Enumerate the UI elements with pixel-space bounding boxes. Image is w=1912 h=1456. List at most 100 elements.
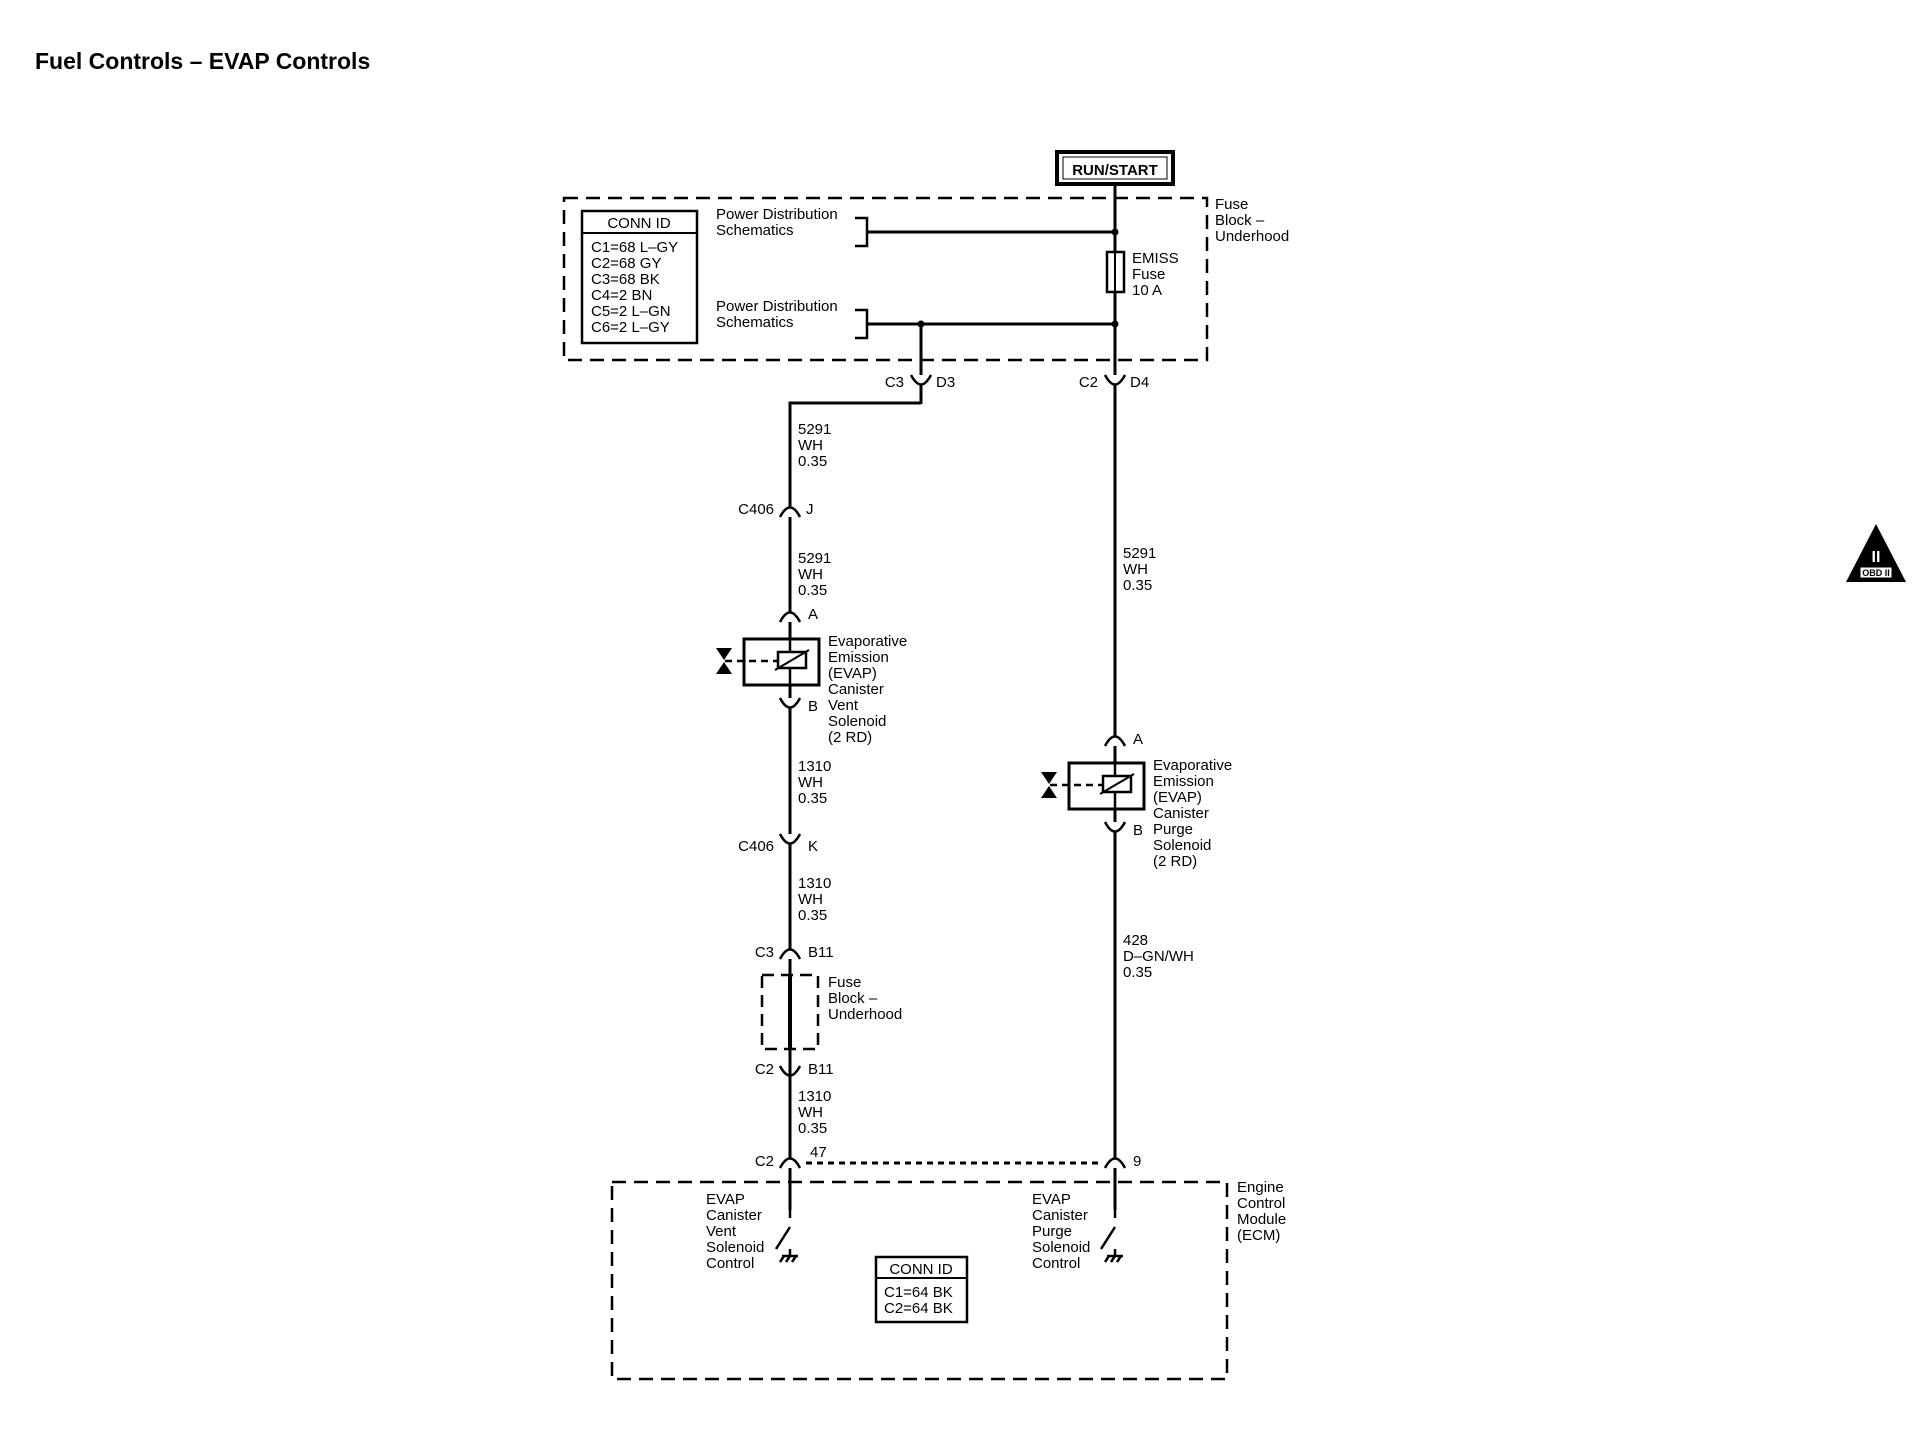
purge-control-label: EVAP Canister Purge Solenoid Control (1032, 1191, 1090, 1272)
svg-text:C1=64 BK: C1=64 BK (884, 1284, 953, 1301)
svg-text:B11: B11 (808, 944, 834, 961)
svg-text:Underhood: Underhood (1215, 228, 1289, 245)
svg-text:Underhood: Underhood (828, 1006, 902, 1023)
svg-text:C4=2 BN: C4=2 BN (591, 287, 652, 304)
svg-text:D4: D4 (1130, 374, 1149, 391)
page-title: Fuel Controls – EVAP Controls (35, 48, 371, 74)
svg-text:Solenoid: Solenoid (1153, 837, 1211, 854)
connector-ecm-right: 9 (1103, 1153, 1141, 1170)
power-source: RUN/START (1055, 150, 1175, 186)
svg-text:Evaporative: Evaporative (828, 633, 907, 650)
svg-text:EMISS: EMISS (1132, 250, 1179, 267)
wire-label-5291-b: 5291 WH 0.35 (798, 550, 831, 599)
wire-label-428: 428 D–GN/WH 0.35 (1123, 932, 1194, 981)
splice-dot (1111, 228, 1119, 236)
svg-text:WH: WH (798, 891, 823, 908)
svg-text:J: J (806, 501, 814, 518)
svg-text:OBD II: OBD II (1862, 568, 1890, 578)
purge-control-switch (1099, 1210, 1123, 1263)
svg-text:0.35: 0.35 (798, 1120, 827, 1137)
fuse-block-outline (562, 196, 1209, 362)
svg-text:(2 RD): (2 RD) (1153, 853, 1197, 870)
connector-c406-j: C406 J (738, 501, 813, 518)
wire-label-5291-c: 5291 WH 0.35 (1123, 545, 1156, 594)
svg-text:Control: Control (1032, 1255, 1080, 1272)
svg-text:1310: 1310 (798, 875, 831, 892)
svg-text:C3: C3 (755, 944, 774, 961)
ecm-conn-id-table: CONN ID C1=64 BK C2=64 BK (874, 1255, 969, 1324)
svg-text:WH: WH (1123, 561, 1148, 578)
pds-ref-2: Power Distribution Schematics (716, 298, 869, 340)
svg-text:CONN ID: CONN ID (889, 1261, 953, 1278)
svg-text:C1=68 L–GY: C1=68 L–GY (591, 239, 678, 256)
svg-text:Emission: Emission (1153, 773, 1214, 790)
svg-text:C2: C2 (1079, 374, 1098, 391)
ecm-name: Engine Control Module (ECM) (1237, 1179, 1286, 1244)
splice-dot (917, 320, 925, 328)
wire-label-1310-b: 1310 WH 0.35 (798, 875, 831, 924)
connector-ecm-left: C2 47 (755, 1144, 827, 1170)
svg-text:47: 47 (810, 1144, 827, 1161)
svg-text:0.35: 0.35 (1123, 577, 1152, 594)
svg-text:Canister: Canister (1153, 805, 1209, 822)
connector-c3-b11: C3 B11 (755, 944, 834, 961)
svg-text:A: A (808, 606, 818, 623)
svg-text:C2: C2 (755, 1153, 774, 1170)
svg-text:10 A: 10 A (1132, 282, 1162, 299)
svg-text:A: A (1133, 731, 1143, 748)
svg-text:B: B (808, 698, 818, 715)
svg-text:(ECM): (ECM) (1237, 1227, 1280, 1244)
fuse-block-wiring (867, 184, 1117, 375)
svg-text:C3: C3 (885, 374, 904, 391)
connector-c2-b11: C2 B11 (755, 1061, 834, 1078)
svg-text:9: 9 (1133, 1153, 1141, 1170)
svg-text:0.35: 0.35 (798, 453, 827, 470)
power-source-label: RUN/START (1072, 162, 1158, 179)
connector-c3-d3: C3 D3 (885, 374, 955, 404)
pds-ref-1: Power Distribution Schematics (716, 206, 869, 248)
svg-text:(EVAP): (EVAP) (828, 665, 877, 682)
svg-text:(EVAP): (EVAP) (1153, 789, 1202, 806)
svg-text:Fuse: Fuse (1215, 196, 1248, 213)
svg-text:0.35: 0.35 (1123, 964, 1152, 981)
svg-text:5291: 5291 (1123, 545, 1156, 562)
svg-text:C2=68 GY: C2=68 GY (591, 255, 661, 272)
vent-solenoid: A B (716, 606, 821, 715)
wire-label-1310-c: 1310 WH 0.35 (798, 1088, 831, 1137)
svg-text:B: B (1133, 822, 1143, 839)
vent-control-label: EVAP Canister Vent Solenoid Control (706, 1191, 764, 1272)
svg-text:Evaporative: Evaporative (1153, 757, 1232, 774)
svg-text:0.35: 0.35 (798, 582, 827, 599)
svg-text:WH: WH (798, 437, 823, 454)
svg-text:Purge: Purge (1153, 821, 1193, 838)
svg-text:Solenoid: Solenoid (706, 1239, 764, 1256)
svg-text:C406: C406 (738, 501, 774, 518)
emiss-fuse: EMISS Fuse 10 A (1105, 250, 1179, 299)
svg-text:Solenoid: Solenoid (828, 713, 886, 730)
svg-text:WH: WH (798, 774, 823, 791)
connector-c2-d4: C2 D4 (1079, 374, 1149, 404)
svg-text:C6=2 L–GY: C6=2 L–GY (591, 319, 670, 336)
vent-solenoid-label: Evaporative Emission (EVAP) Canister Ven… (828, 633, 907, 746)
svg-text:0.35: 0.35 (798, 790, 827, 807)
svg-text:Canister: Canister (1032, 1207, 1088, 1224)
svg-text:Emission: Emission (828, 649, 889, 666)
svg-text:Vent: Vent (706, 1223, 737, 1240)
purge-solenoid: A B (1041, 731, 1146, 839)
svg-text:EVAP: EVAP (706, 1191, 745, 1208)
svg-text:WH: WH (798, 566, 823, 583)
svg-text:Schematics: Schematics (716, 314, 794, 331)
svg-text:5291: 5291 (798, 550, 831, 567)
svg-text:C2=64 BK: C2=64 BK (884, 1300, 953, 1317)
fuse-block-conn-id-table: CONN ID C1=68 L–GY C2=68 GY C3=68 BK C4=… (580, 209, 699, 345)
svg-text:1310: 1310 (798, 758, 831, 775)
svg-text:C2: C2 (755, 1061, 774, 1078)
svg-text:Power Distribution: Power Distribution (716, 298, 838, 315)
svg-text:II: II (1872, 549, 1881, 566)
connector-c406-k: C406 K (738, 833, 818, 855)
svg-text:C3=68 BK: C3=68 BK (591, 271, 660, 288)
svg-text:Engine: Engine (1237, 1179, 1284, 1196)
svg-text:428: 428 (1123, 932, 1148, 949)
obd-ii-badge-icon: II OBD II (1846, 524, 1906, 582)
svg-text:Control: Control (706, 1255, 754, 1272)
